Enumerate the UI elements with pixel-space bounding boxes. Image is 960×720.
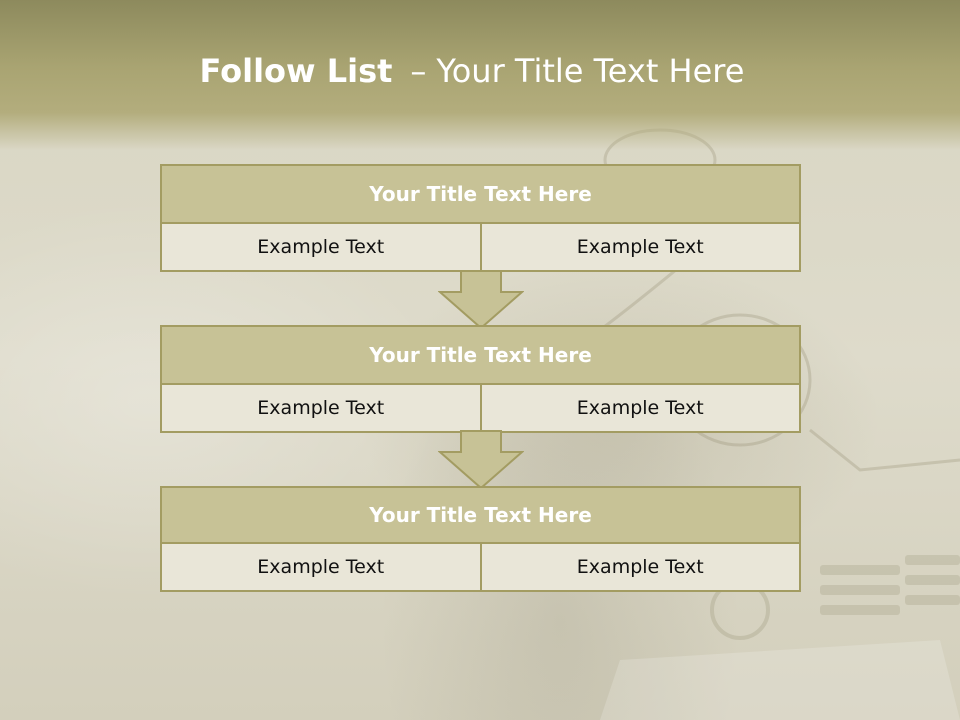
block-title: Your Title Text Here [162, 488, 799, 544]
page-title-separator: – [410, 52, 427, 90]
block-row: Example Text Example Text [162, 224, 799, 270]
title-band [0, 0, 960, 150]
block-title: Your Title Text Here [162, 166, 799, 224]
block-cell-left: Example Text [257, 556, 385, 578]
page-title-bold: Follow List [199, 52, 393, 90]
down-arrow-icon [438, 430, 524, 490]
list-block-2: Your Title Text Here Example Text Exampl… [160, 325, 801, 433]
block-title: Your Title Text Here [162, 327, 799, 385]
block-cell-right: Example Text [479, 544, 800, 590]
block-row: Example Text Example Text [162, 385, 799, 431]
block-cell-right: Example Text [479, 385, 800, 431]
page-title-rest: Your Title Text Here [436, 52, 745, 90]
down-arrow-icon [438, 270, 524, 330]
block-cell-left: Example Text [257, 397, 385, 419]
block-cell-left: Example Text [257, 236, 385, 258]
list-block-1: Your Title Text Here Example Text Exampl… [160, 164, 801, 272]
list-block-3: Your Title Text Here Example Text Exampl… [160, 486, 801, 592]
block-row: Example Text Example Text [162, 544, 799, 590]
page-title: Follow List–Your Title Text Here [0, 52, 944, 90]
block-cell-right: Example Text [479, 224, 800, 270]
